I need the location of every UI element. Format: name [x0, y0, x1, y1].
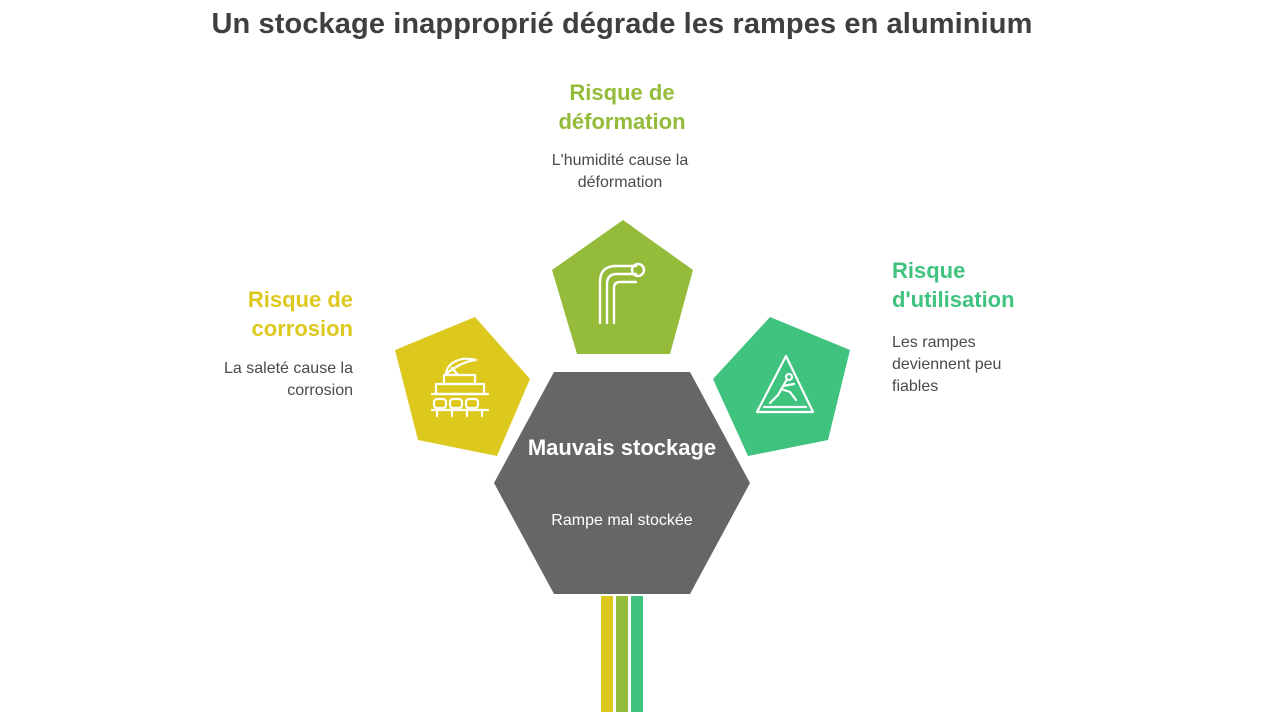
stem-bar-corrosion [601, 596, 613, 712]
branch-description-deformation: L'humidité cause la déformation [551, 152, 689, 191]
branch-description-usage: Les rampes deviennent peu fiables [892, 334, 1002, 395]
page-title: Un stockage inapproprié dégrade les ramp… [211, 8, 1033, 40]
branch-description-corrosion: La saleté cause la corrosion [224, 360, 353, 399]
center-title: Mauvais stockage [527, 435, 717, 460]
stem-bar-usage [631, 596, 643, 712]
branch-title-usage: Risque d'utilisation [892, 258, 1015, 312]
bent-pipe-icon [598, 262, 646, 325]
stem-bar-deformation [616, 596, 628, 712]
pentagon-deformation [552, 220, 693, 354]
branch-title-corrosion: Risque de corrosion [247, 287, 353, 341]
slip-warning-icon [755, 354, 815, 414]
center-description: Rampe mal stockée [551, 512, 693, 529]
grill-icon [430, 357, 490, 418]
pentagon-usage [713, 317, 850, 456]
pentagon-corrosion [395, 317, 530, 456]
center-hexagon [494, 372, 750, 594]
branch-title-deformation: Risque de déformation [558, 80, 686, 134]
